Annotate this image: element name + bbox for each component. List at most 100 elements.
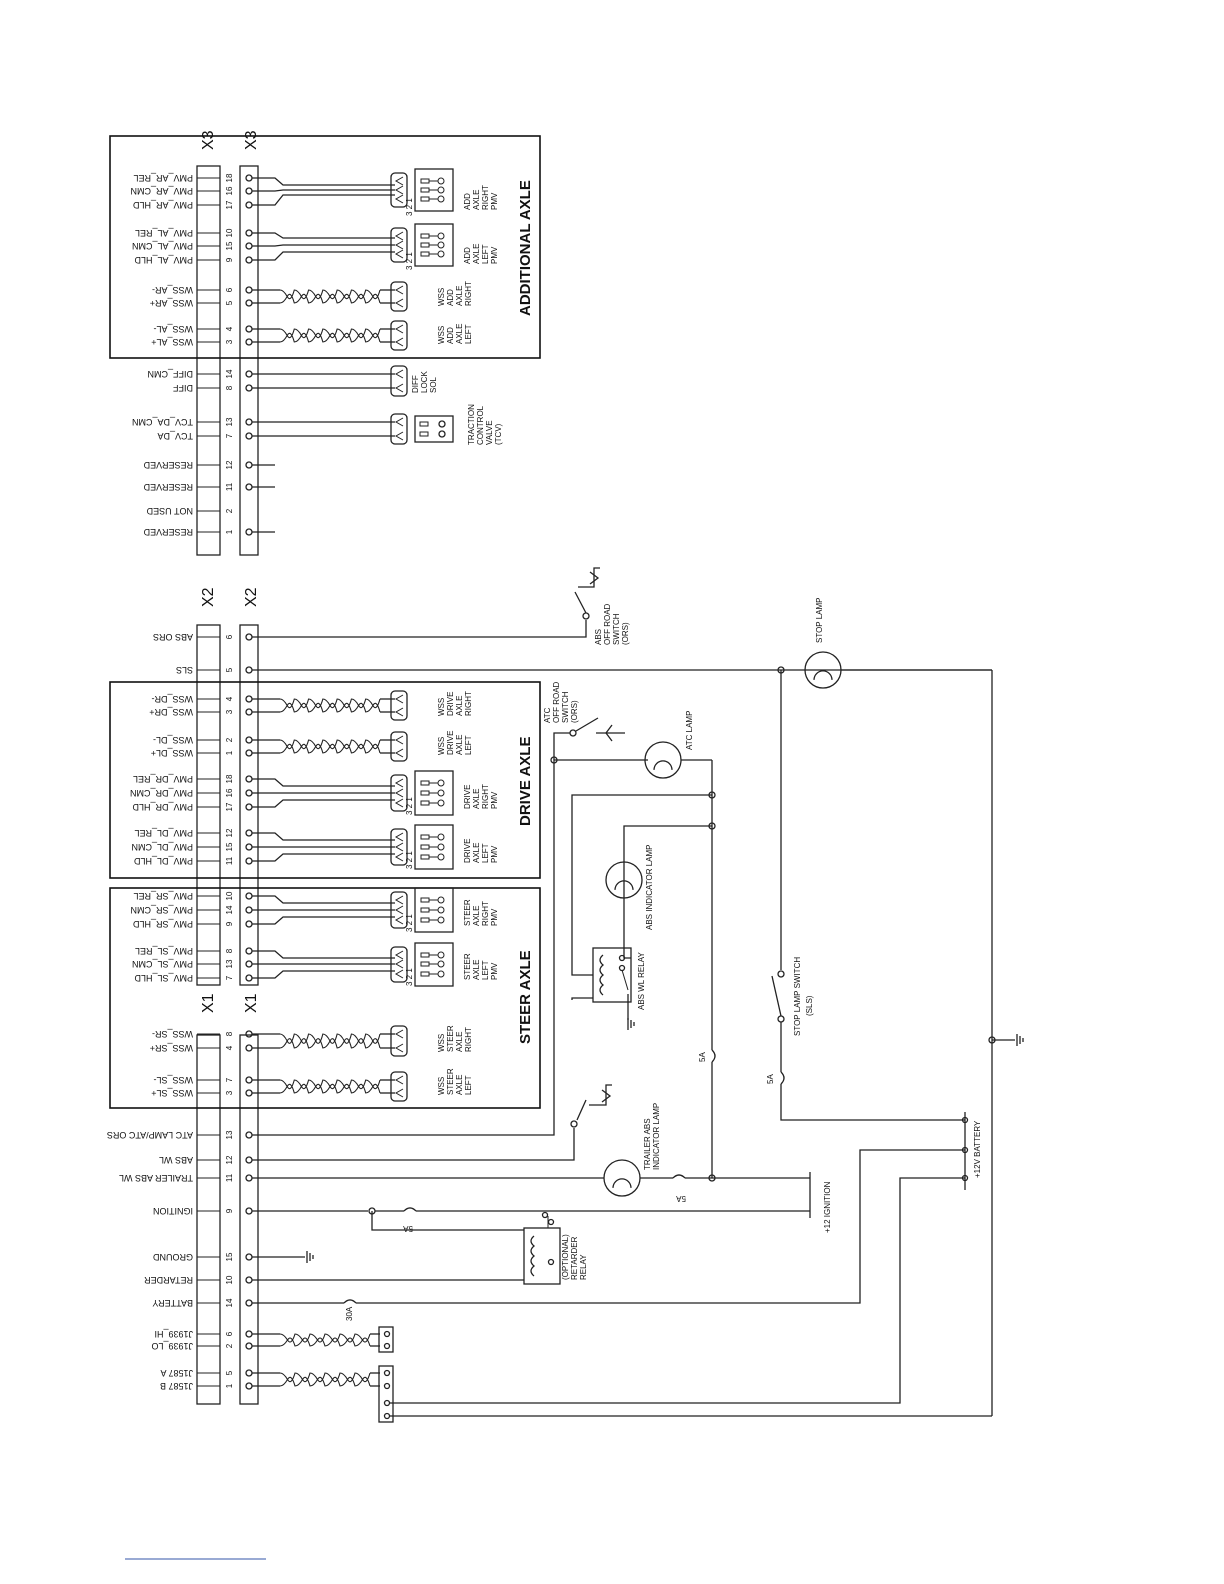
pmv-dl-valve: [390, 824, 454, 870]
wss-ar-sensor: [390, 281, 408, 312]
signal-label-x1: BATTERY: [152, 1298, 193, 1308]
pin-number-x3: 16: [225, 186, 234, 195]
pin-dot: [245, 338, 253, 346]
tcv-connector: [390, 413, 408, 445]
wire-pmv-ar: [252, 194, 395, 206]
wire-pmv-sr: [252, 916, 395, 925]
fuse-label: 5A: [698, 1052, 707, 1062]
switch-contact: [777, 970, 785, 978]
device-label-pmv-dl: AXLE: [472, 843, 481, 863]
signal-label-x2: PMV_DR_REL: [133, 774, 193, 784]
pin-number-x3: 14: [225, 369, 234, 378]
pmv-sl-valve: [390, 942, 454, 987]
device-label-wss-sl: STEER: [446, 1068, 455, 1095]
device-label-abs-ors: SWITCH: [612, 613, 621, 645]
relay-contact-blade: [621, 969, 629, 991]
diff-lock-connector: [390, 365, 408, 397]
pin-number-x1: 6: [225, 1331, 234, 1336]
pin-dot: [245, 1207, 253, 1215]
signal-label-x2: PMV_DL_REL: [134, 828, 193, 838]
signal-label-x2: PMV_DR_CMN: [130, 788, 193, 798]
signal-label-x1: J1587 B: [160, 1381, 193, 1391]
connector-x1-body: [239, 1034, 259, 1405]
wire-relay-coil-supply: [571, 794, 712, 976]
terminal: [383, 1342, 391, 1350]
pin-number-x3: 6: [225, 287, 234, 292]
pin-dot: [245, 708, 253, 716]
wire-pmv-dr: [252, 799, 395, 808]
pin-dot: [245, 1030, 253, 1038]
signal-label-x3: WSS_AL+: [151, 337, 193, 347]
device-label-wss-dl: LEFT: [464, 735, 473, 755]
terminal: [383, 1399, 391, 1407]
pin-dot: [245, 461, 253, 469]
atc-lamp: [644, 741, 682, 779]
wss-dr-sensor: [390, 690, 408, 721]
signal-label-x3: DIFF: [173, 383, 193, 393]
wire-pmv-sl: [252, 970, 395, 979]
pin-number-x2: 10: [225, 891, 234, 900]
device-label-wss-dr: DRIVE: [446, 692, 455, 716]
device-label-wss-ar: ADD: [446, 289, 455, 306]
relay-switch-blade: [576, 1099, 587, 1121]
signal-label-x3: PMV_AL_HLD: [134, 255, 193, 265]
signal-label-x3: PMV_AL_CMN: [132, 241, 193, 251]
switch-contact: [569, 729, 577, 737]
pin-number-x3: 15: [225, 241, 234, 250]
pin-dot: [245, 1076, 253, 1084]
pmv-al-valve: [390, 223, 454, 267]
pin-dot: [245, 418, 253, 426]
device-label-abs-indicator-lamp: ABS INDICATOR LAMP: [645, 845, 654, 931]
pmv-pin-numbers: 3 2 1: [405, 914, 414, 932]
abs-indicator-lamp: [605, 861, 643, 899]
pin-number-x3: 13: [225, 417, 234, 426]
pin-number-x1: 5: [225, 1370, 234, 1375]
signal-label-x1: WSS_SL-: [153, 1075, 193, 1085]
device-label-wss-sr: AXLE: [455, 1032, 464, 1052]
pmv-pin-numbers: 3 2 1: [405, 198, 414, 216]
pin-number-x2: 7: [225, 975, 234, 980]
signal-label-x2: PMV_DL_CMN: [131, 842, 193, 852]
device-label-wss-dr: WSS: [437, 698, 446, 716]
pin-dot: [245, 892, 253, 900]
switch-contact: [582, 612, 590, 620]
signal-label-x1: GROUND: [153, 1252, 193, 1262]
wire-pmv-dl: [252, 853, 395, 862]
device-label-wss-sr: STEER: [446, 1025, 455, 1052]
switch-contact: [777, 1015, 785, 1023]
signal-label-x1: TRAILER ABS WL: [119, 1173, 193, 1183]
signal-label-x3: WSS_AL-: [153, 324, 193, 334]
pin-dot: [245, 633, 253, 641]
pin-number-x2: 18: [225, 774, 234, 783]
device-label-abs-ors: OFF ROAD: [603, 603, 612, 645]
tcv-body: [414, 415, 454, 443]
pin-dot: [245, 256, 253, 264]
signal-label-x2: PMV_SR_HLD: [132, 919, 193, 929]
j1939-connector: [378, 1326, 394, 1353]
connector-label-x1: X1: [200, 993, 217, 1013]
device-label-pmv-al: LEFT: [481, 244, 490, 264]
tcv-terminal: [438, 420, 446, 428]
wire-battery-feed: [356, 1149, 965, 1304]
fuse-5a: [403, 1207, 417, 1212]
section-title-steer-axle: STEER AXLE: [517, 950, 534, 1044]
pin-dot: [245, 803, 253, 811]
connector-x3-header: [196, 165, 221, 556]
device-label-pmv-al: ADD: [463, 247, 472, 264]
device-label-pmv-dl: LEFT: [481, 843, 490, 863]
trailer-abs-indicator-lamp: [603, 1159, 641, 1197]
device-label-wss-sr: RIGHT: [464, 1027, 473, 1052]
pin-dot: [245, 242, 253, 250]
device-label-atc-lamp: ATC LAMP: [685, 711, 694, 750]
pin-number-x1: 2: [225, 1343, 234, 1348]
device-label-retarder-relay: RETARDER: [570, 1236, 579, 1280]
device-label-pmv-ar: PMV: [490, 192, 499, 210]
wire-relay-contact: [623, 825, 712, 959]
signal-label-x1: WSS_SR+: [150, 1043, 193, 1053]
fuse-label: 5A: [766, 1074, 775, 1084]
pin-number-x1: 3: [225, 1090, 234, 1095]
device-label-pmv-sl: PMV: [490, 962, 499, 980]
pin-number-x1: 1: [225, 1383, 234, 1388]
signal-label-x3: DIFF_CMN: [148, 369, 194, 379]
fuse-5a: [672, 1174, 686, 1179]
